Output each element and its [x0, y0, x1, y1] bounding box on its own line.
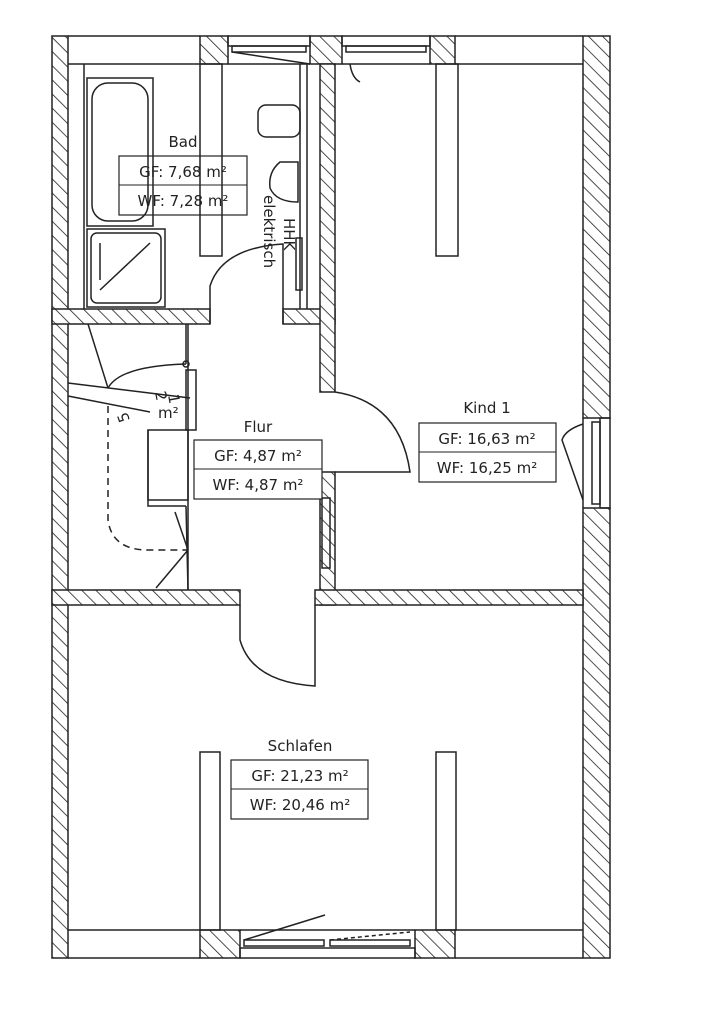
window-kind-right: [561, 417, 611, 509]
living-area: WF: 20,46 m²: [250, 796, 350, 814]
elektrisch-label: elektrisch: [260, 195, 278, 268]
walls: [51, 35, 611, 959]
gross-area: GF: 16,63 m²: [438, 430, 535, 448]
wall-top-pier-2: [309, 35, 343, 65]
wall-mid-left: [51, 589, 241, 606]
wall-left: [51, 35, 69, 959]
living-area: WF: 16,25 m²: [437, 459, 537, 477]
room-name: Bad: [168, 133, 197, 151]
hhk-label: HHK: [280, 218, 298, 252]
stairs: [67, 323, 197, 591]
gross-area: GF: 7,68 m²: [139, 163, 227, 181]
window-schlafen: [239, 914, 416, 959]
wall-mid-right: [314, 589, 584, 606]
door-schlafen: [239, 605, 316, 687]
wall-right: [582, 35, 611, 419]
room-bad: Bad GF: 7,68 m² WF: 7,28 m²: [118, 133, 248, 216]
room-name: Schlafen: [268, 737, 333, 755]
wall-right-lower: [582, 507, 611, 959]
stair-area: m²: [158, 404, 179, 422]
wall-bottom-pier-1: [199, 929, 241, 959]
gross-area: GF: 21,23 m²: [251, 767, 348, 785]
bathtub: [86, 77, 154, 227]
door-kind: [334, 391, 411, 473]
shower-tray: [86, 228, 166, 308]
wall-bad-bottom-left: [51, 308, 211, 325]
living-area: WF: 4,87 m²: [213, 476, 304, 494]
stair-step-2: 2: [151, 390, 170, 403]
wall-bottom-pier-2: [414, 929, 456, 959]
window-kind-top: [341, 35, 431, 83]
wall-top-pier-1: [199, 35, 229, 65]
living-area: WF: 7,28 m²: [138, 192, 229, 210]
room-schlafen: Schlafen GF: 21,23 m² WF: 20,46 m²: [230, 737, 369, 820]
room-kind-1: Kind 1 GF: 16,63 m² WF: 16,25 m²: [418, 399, 557, 483]
wall-top-pier-3: [429, 35, 456, 65]
stair-step-1: 1: [164, 393, 183, 406]
sink: [268, 161, 299, 203]
room-name: Flur: [244, 418, 273, 436]
stair-step-5: 5: [114, 410, 134, 425]
room-flur: Flur GF: 4,87 m² WF: 4,87 m²: [193, 418, 323, 500]
gross-area: GF: 4,87 m²: [214, 447, 302, 465]
window-bad: [227, 35, 311, 65]
room-name: Kind 1: [463, 399, 510, 417]
toilet: [257, 104, 301, 138]
door-bad: [209, 243, 284, 324]
wall-bad-kind: [319, 63, 336, 393]
